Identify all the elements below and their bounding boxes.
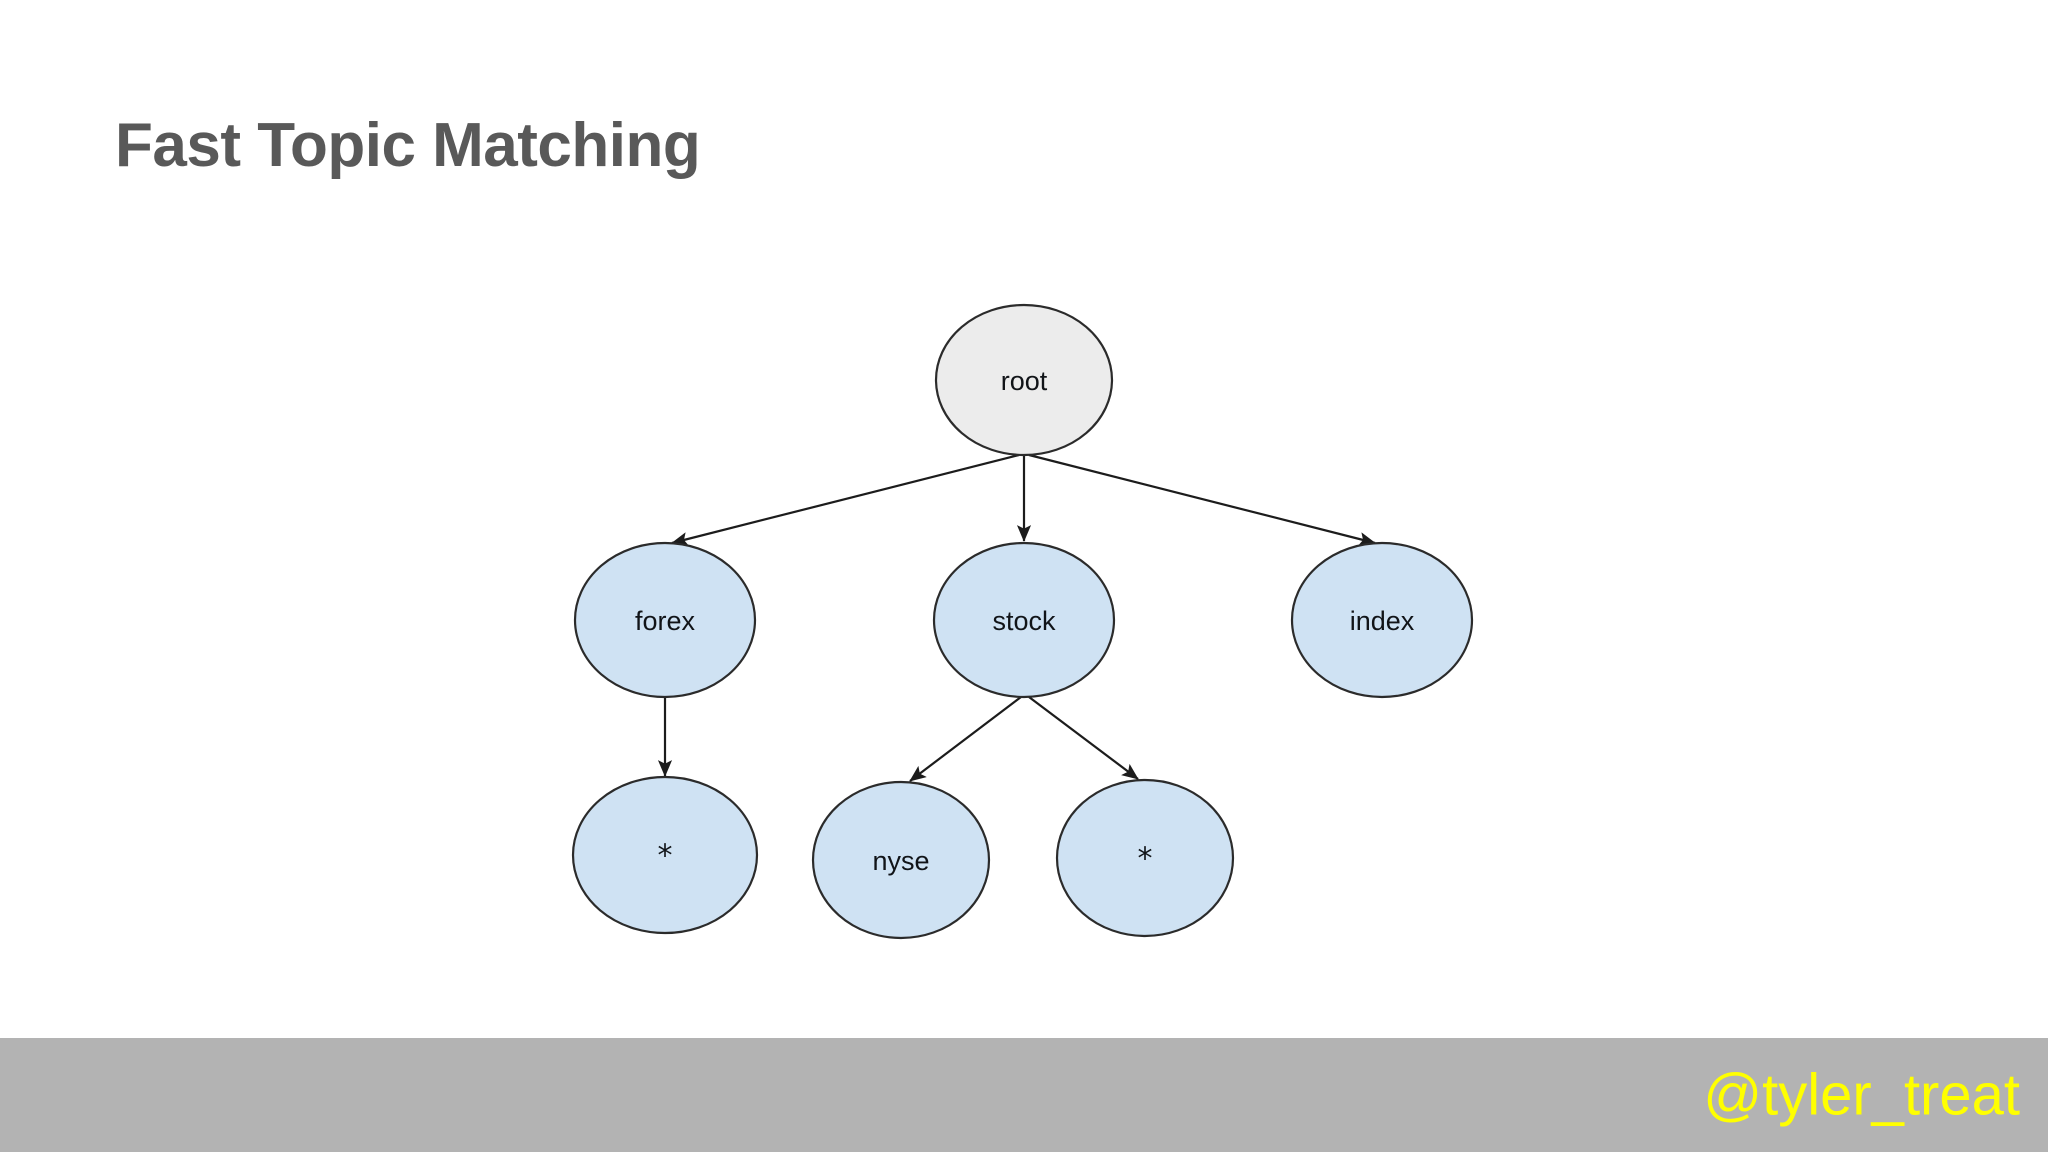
node-shape-stock <box>932 541 1116 699</box>
tree-node-root[interactable]: root <box>934 303 1114 457</box>
tree-node-index[interactable]: index <box>1290 541 1474 699</box>
edge-stock-to-nyse <box>909 696 1022 782</box>
node-label-forex: forex <box>635 606 696 636</box>
node-label-forex-wildcard: * <box>658 839 673 874</box>
node-shape-index <box>1290 541 1474 699</box>
edge-root-to-forex <box>671 453 1020 546</box>
node-label-nyse: nyse <box>872 846 929 876</box>
node-shape-nyse <box>811 780 991 940</box>
tree-node-forex-wildcard[interactable]: * <box>571 775 759 935</box>
node-label-stock: stock <box>992 606 1056 636</box>
node-label-stock-wildcard: * <box>1138 842 1153 877</box>
tree-node-stock[interactable]: stock <box>932 541 1116 699</box>
edge-root-to-index <box>1028 453 1376 546</box>
node-label-index: index <box>1350 606 1415 636</box>
node-shape-forex-wildcard <box>571 775 759 935</box>
edge-group <box>657 453 1376 782</box>
twitter-handle: @tyler_treat <box>1703 1062 2020 1128</box>
node-shape-root <box>934 303 1114 457</box>
tree-node-nyse[interactable]: nyse <box>811 780 991 940</box>
footer-bar: @tyler_treat <box>0 1038 2048 1152</box>
tree-node-forex[interactable]: forex <box>573 541 757 699</box>
edge-stock-to-stock-wildcard <box>1028 696 1139 780</box>
node-label-root: root <box>1001 366 1048 396</box>
page-title: Fast Topic Matching <box>115 111 701 180</box>
node-shape-stock-wildcard <box>1055 778 1235 938</box>
node-group: root forex stock index * nyse * <box>571 303 1474 940</box>
tree-node-stock-wildcard[interactable]: * <box>1055 778 1235 938</box>
node-shape-forex <box>573 541 757 699</box>
